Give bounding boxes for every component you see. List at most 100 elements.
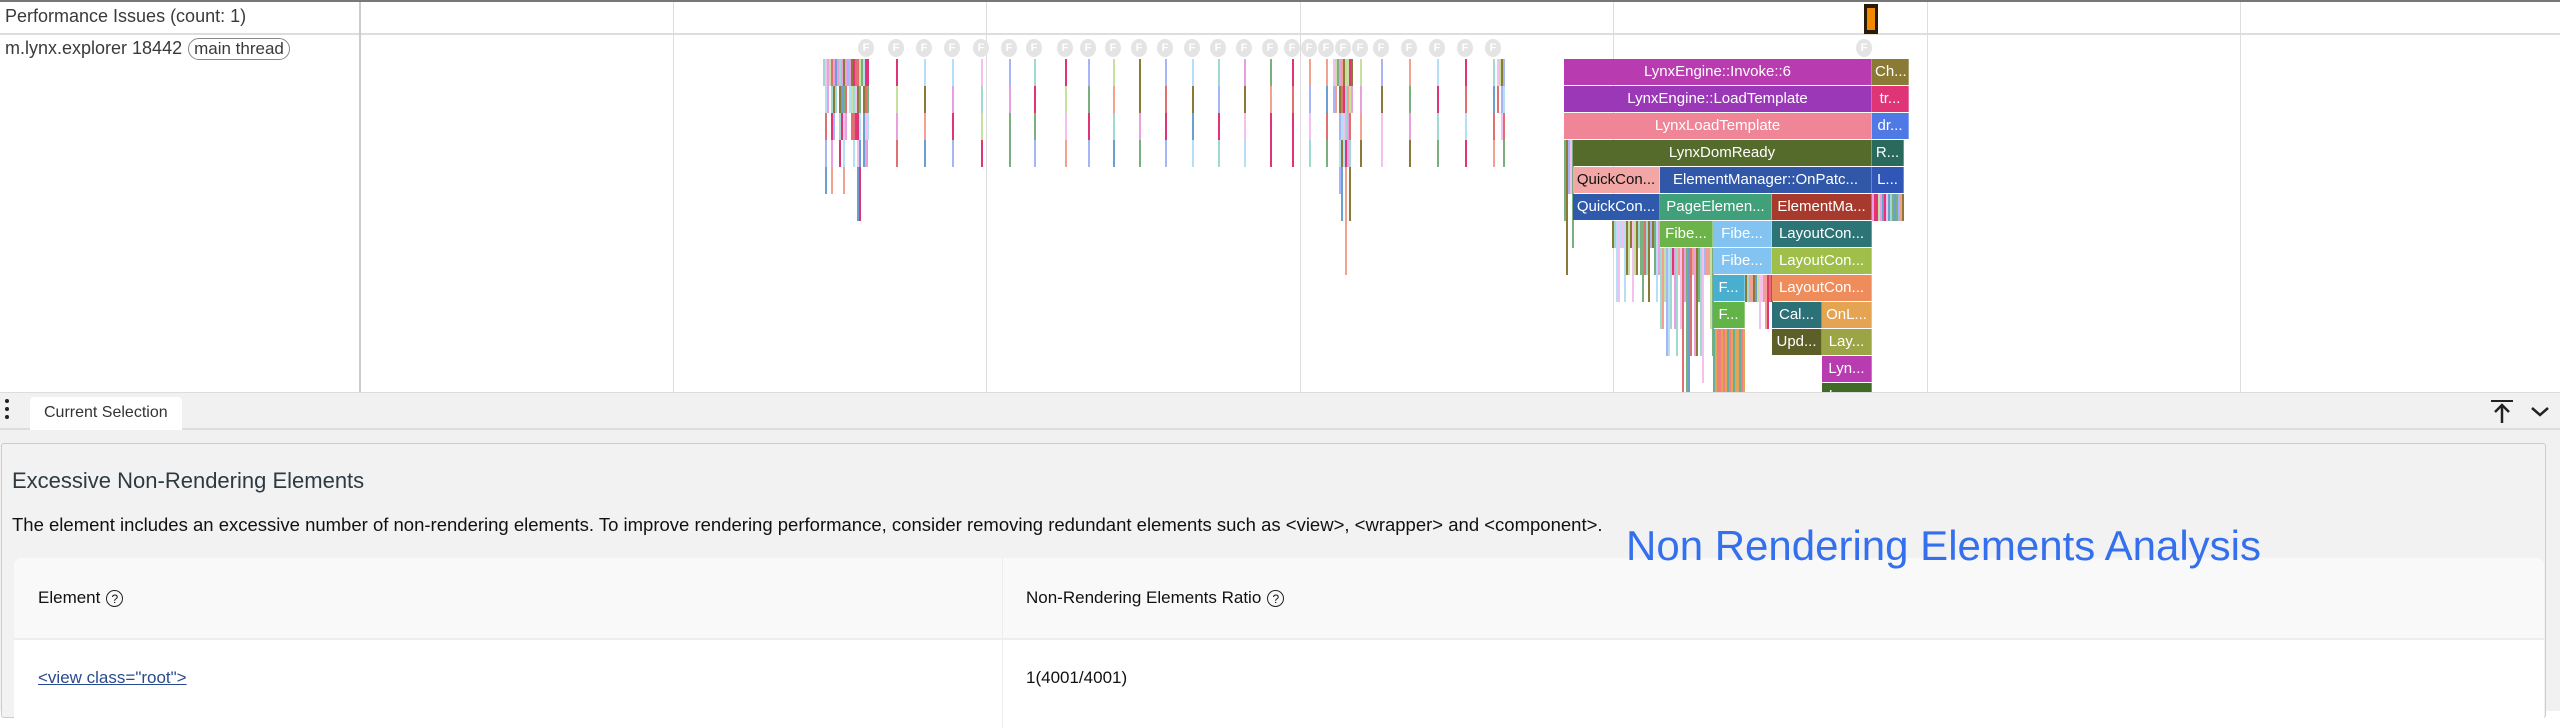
flame-slice[interactable] — [1501, 113, 1503, 140]
arrow-to-top-icon[interactable] — [2490, 399, 2514, 423]
flame-slice[interactable] — [1624, 221, 1626, 302]
flame-slice[interactable] — [1664, 248, 1666, 302]
frame-marker-icon[interactable]: F — [888, 39, 904, 57]
flame-slice[interactable] — [1192, 86, 1194, 113]
flame-slice[interactable] — [1065, 59, 1067, 86]
flame-slice[interactable] — [1351, 86, 1353, 113]
flame-slice[interactable] — [1088, 59, 1090, 86]
flame-slice[interactable] — [1113, 113, 1115, 140]
flame-slice[interactable] — [1034, 59, 1036, 86]
flame-slice[interactable] — [825, 86, 827, 113]
flame-slice[interactable] — [1890, 194, 1892, 221]
flame-slice[interactable] — [1616, 221, 1618, 302]
flame-slice[interactable] — [849, 59, 851, 86]
flame-slice[interactable] — [1706, 248, 1708, 275]
flame-slice[interactable] — [851, 86, 853, 113]
flame-slice[interactable] — [1751, 275, 1753, 302]
frame-marker-icon[interactable]: F — [1373, 39, 1389, 57]
flame-slice[interactable] — [1345, 113, 1347, 140]
flame-slice[interactable] — [865, 59, 867, 86]
flame-slice[interactable] — [1648, 221, 1650, 302]
frame-marker-icon[interactable]: F — [1335, 39, 1351, 57]
flame-block[interactable]: Lay... — [1822, 329, 1872, 355]
flame-slice[interactable] — [1437, 140, 1439, 167]
flame-slice[interactable] — [1218, 113, 1220, 140]
flame-slice[interactable] — [855, 59, 857, 86]
flame-slice[interactable] — [1880, 194, 1882, 221]
flame-slice[interactable] — [859, 86, 861, 113]
flame-slice[interactable] — [1497, 59, 1499, 86]
flame-slice[interactable] — [1686, 248, 1688, 394]
flame-block[interactable]: LayoutCon... — [1772, 275, 1872, 301]
flame-slice[interactable] — [1465, 113, 1467, 140]
flame-slice[interactable] — [1620, 221, 1622, 248]
frame-marker-icon[interactable]: F — [1057, 39, 1073, 57]
flame-slice[interactable] — [1735, 329, 1737, 394]
frame-marker-icon[interactable]: F — [973, 39, 989, 57]
flame-slice[interactable] — [1009, 86, 1011, 113]
flame-slice[interactable] — [1341, 113, 1343, 140]
frame-marker-icon[interactable]: F — [1080, 39, 1096, 57]
flame-slice[interactable] — [1872, 194, 1874, 221]
flame-slice[interactable] — [1345, 86, 1347, 113]
flame-slice[interactable] — [825, 113, 827, 140]
frame-marker-icon[interactable]: F — [1262, 39, 1278, 57]
flame-slice[interactable] — [981, 59, 983, 86]
flame-slice[interactable] — [1628, 221, 1630, 275]
flame-slice[interactable] — [1309, 140, 1311, 167]
flame-slice[interactable] — [863, 113, 865, 140]
flame-slice[interactable] — [1381, 86, 1383, 113]
flame-slice[interactable] — [1708, 248, 1710, 275]
flame-slice[interactable] — [1381, 113, 1383, 140]
flame-slice[interactable] — [1339, 113, 1341, 140]
flame-slice[interactable] — [1270, 59, 1272, 86]
flame-slice[interactable] — [924, 140, 926, 167]
flame-slice[interactable] — [1696, 248, 1698, 356]
flame-slice[interactable] — [835, 86, 837, 113]
frame-marker-icon[interactable]: F — [1485, 39, 1501, 57]
flame-slice[interactable] — [851, 113, 853, 140]
flame-slice[interactable] — [1902, 194, 1904, 221]
flame-slice[interactable] — [853, 113, 855, 140]
flame-block[interactable]: ElementMa... — [1772, 194, 1872, 220]
flame-slice[interactable] — [1725, 329, 1727, 394]
flame-slice[interactable] — [841, 113, 843, 140]
flame-slice[interactable] — [1326, 140, 1328, 167]
flame-slice[interactable] — [1065, 113, 1067, 140]
flame-slice[interactable] — [1360, 113, 1362, 140]
flame-slice[interactable] — [1345, 59, 1347, 86]
frame-marker-icon[interactable]: F — [1026, 39, 1042, 57]
frame-marker-icon[interactable]: F — [1105, 39, 1121, 57]
frame-marker-icon[interactable]: F — [1318, 39, 1334, 57]
flame-block[interactable]: QuickCon... — [1573, 167, 1660, 193]
flame-slice[interactable] — [853, 86, 855, 113]
flame-slice[interactable] — [981, 86, 983, 113]
flame-block[interactable]: Fibe... — [1660, 221, 1713, 247]
flame-slice[interactable] — [1765, 275, 1767, 329]
flame-slice[interactable] — [1270, 140, 1272, 167]
flame-slice[interactable] — [833, 86, 835, 113]
frame-marker-icon[interactable]: F — [1284, 39, 1300, 57]
flame-slice[interactable] — [827, 86, 829, 113]
flame-slice[interactable] — [843, 86, 845, 113]
flame-slice[interactable] — [841, 59, 843, 86]
flame-slice[interactable] — [1721, 329, 1723, 394]
flame-slice[interactable] — [1113, 59, 1115, 86]
flame-slice[interactable] — [1882, 194, 1884, 221]
flame-slice[interactable] — [1733, 329, 1735, 394]
flame-slice[interactable] — [1309, 86, 1311, 113]
flame-slice[interactable] — [1630, 221, 1632, 248]
flame-slice[interactable] — [1662, 248, 1664, 329]
flame-block[interactable]: tr... — [1872, 86, 1909, 112]
flame-slice[interactable] — [1493, 113, 1495, 140]
flame-block[interactable]: Upd... — [1772, 329, 1822, 355]
flame-slice[interactable] — [1713, 329, 1715, 394]
flame-slice[interactable] — [839, 140, 841, 167]
flame-slice[interactable] — [1270, 86, 1272, 113]
flame-slice[interactable] — [1409, 86, 1411, 113]
flame-slice[interactable] — [1632, 221, 1634, 302]
flame-slice[interactable] — [825, 140, 827, 167]
flame-slice[interactable] — [1292, 113, 1294, 140]
flame-slice[interactable] — [839, 86, 841, 113]
flame-slice[interactable] — [867, 59, 869, 86]
